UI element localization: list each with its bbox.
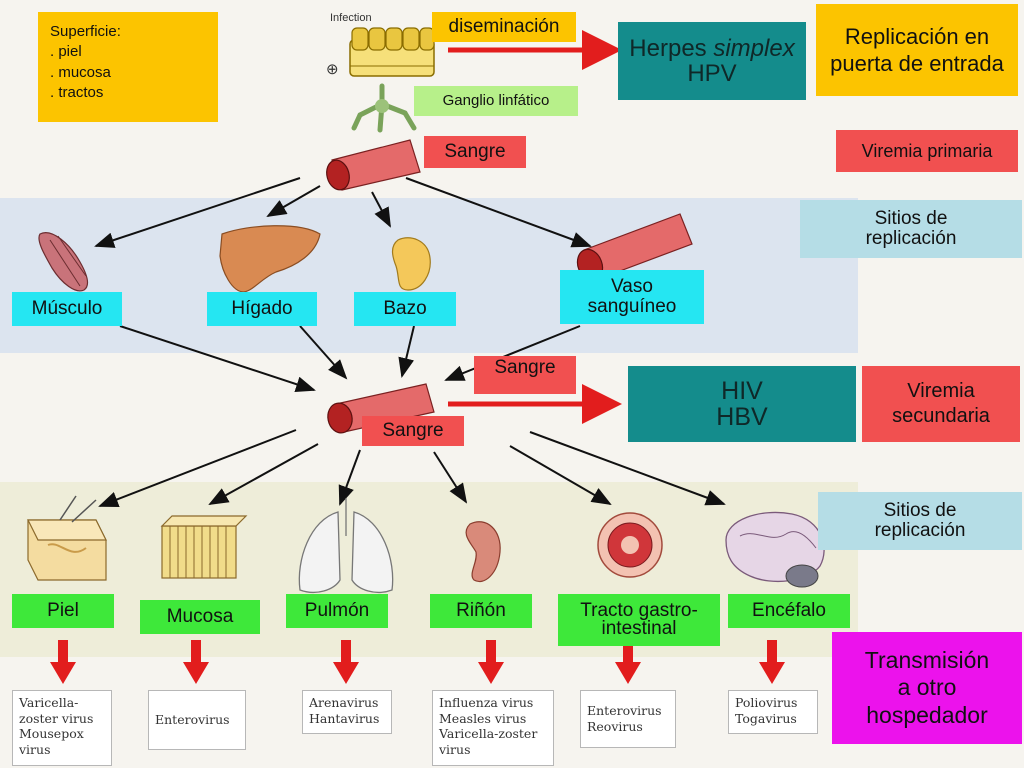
virus-list-brain: Poliovirus Togavirus [728, 690, 818, 734]
mucosa-icon [160, 515, 248, 579]
blood-vessel-icon-1 [326, 139, 421, 191]
surface-box: Superficie: . piel . mucosa . tractos [38, 12, 218, 122]
surface-title: Superficie: [50, 23, 121, 40]
organ-label-spleen: Bazo [354, 292, 456, 326]
entry-replication-box: Replicación en puerta de entrada [816, 4, 1018, 96]
lymph-node-label: Ganglio linfático [414, 86, 578, 116]
plus-icon: ⊕ [326, 61, 339, 78]
muscle-icon [38, 232, 89, 292]
hpv-label: HPV [687, 60, 737, 87]
virus-list-skin: Varicella- zoster virus Mousepox virus [12, 690, 112, 766]
herpes-word: Herpes [629, 34, 714, 62]
organ-label-brain: Encéfalo [728, 594, 850, 628]
virus-list-mucosa: Enterovirus [148, 690, 246, 750]
epithelium-icon [349, 27, 435, 77]
primary-blood-label: Sangre [424, 136, 526, 168]
organ-label-mucosa: Mucosa [140, 600, 260, 634]
virus-list-lung: Arenavirus Hantavirus [302, 690, 392, 734]
primary-viremia-box: Viremia primaria [836, 130, 1018, 172]
organ-label-skin: Piel [12, 594, 114, 628]
transmission-box: Transmisión a otro hospedador [832, 632, 1022, 744]
hiv-label: HIV [721, 376, 763, 405]
sites-band-1 [0, 198, 858, 353]
virus-list-gi-tract: Enterovirus Reovirus [580, 690, 676, 748]
organ-label-gi-tract: Tracto gastro- intestinal [558, 594, 720, 646]
surface-item: . mucosa [50, 63, 111, 81]
hiv-hbv-box: HIV HBV [628, 366, 856, 442]
hbv-label: HBV [716, 403, 768, 431]
skin-icon [27, 495, 107, 581]
spleen-icon [391, 237, 431, 291]
transmission-arrows [50, 640, 785, 684]
organ-label-muscle: Músculo [12, 292, 122, 326]
organ-label-liver: Hígado [207, 292, 317, 326]
secondary-viremia-box: Viremia secundaria [862, 366, 1020, 442]
dissemination-label: diseminación [432, 12, 576, 42]
secondary-blood-label-bottom: Sangre [362, 416, 464, 446]
organ-label-blood-vessel: Vaso sanguíneo [560, 270, 704, 324]
virus-list-kidney: Influenza virus Measles virus Varicella-… [432, 690, 554, 766]
replication-sites-box-1: Sitios de replicación [800, 200, 1022, 258]
blood-vessel-icon-3 [327, 383, 435, 434]
replication-sites-box-2: Sitios de replicación [818, 492, 1022, 550]
brain-icon [725, 511, 825, 588]
liver-icon [219, 225, 321, 293]
organ-label-lung: Pulmón [286, 594, 388, 628]
secondary-blood-label-top: Sangre [474, 356, 576, 394]
kidney-icon [465, 521, 501, 583]
surface-item: . tractos [50, 83, 104, 101]
organ-label-kidney: Riñón [430, 594, 532, 628]
herpes-hpv-box: Herpes simplex HPV [618, 22, 806, 100]
infection-label: Infection [330, 12, 372, 24]
intestine-icon [597, 512, 663, 578]
lungs-icon [298, 498, 394, 594]
herpes-simplex-word: simplex [713, 34, 795, 62]
surface-item: . piel [50, 43, 82, 61]
